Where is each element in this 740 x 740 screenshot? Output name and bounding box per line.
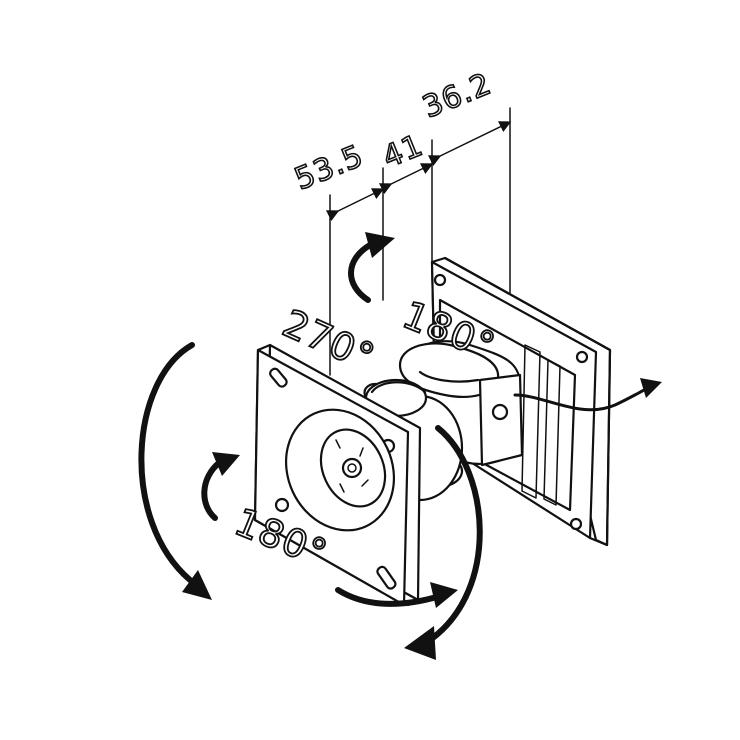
dimension-arrow-36-2	[427, 121, 512, 167]
dimension-lines	[325, 107, 512, 376]
dimension-label-41: 41	[378, 128, 428, 176]
dimension-arrow-53-5	[325, 188, 385, 222]
swivel-arrow	[404, 425, 483, 660]
cable-arrowhead	[640, 378, 662, 398]
vesa-plate	[253, 343, 422, 607]
dimension-arrow-41	[378, 163, 434, 195]
dimension-label-36-2: 36.2	[418, 66, 497, 125]
small-rotate-arrow	[201, 452, 240, 521]
cable	[513, 386, 650, 412]
bottom-rotate-arrow	[335, 582, 458, 608]
dimension-label-53-5: 53.5	[290, 138, 369, 197]
plate-rotate-arrow	[138, 342, 212, 600]
pivot-arrow	[348, 232, 395, 303]
